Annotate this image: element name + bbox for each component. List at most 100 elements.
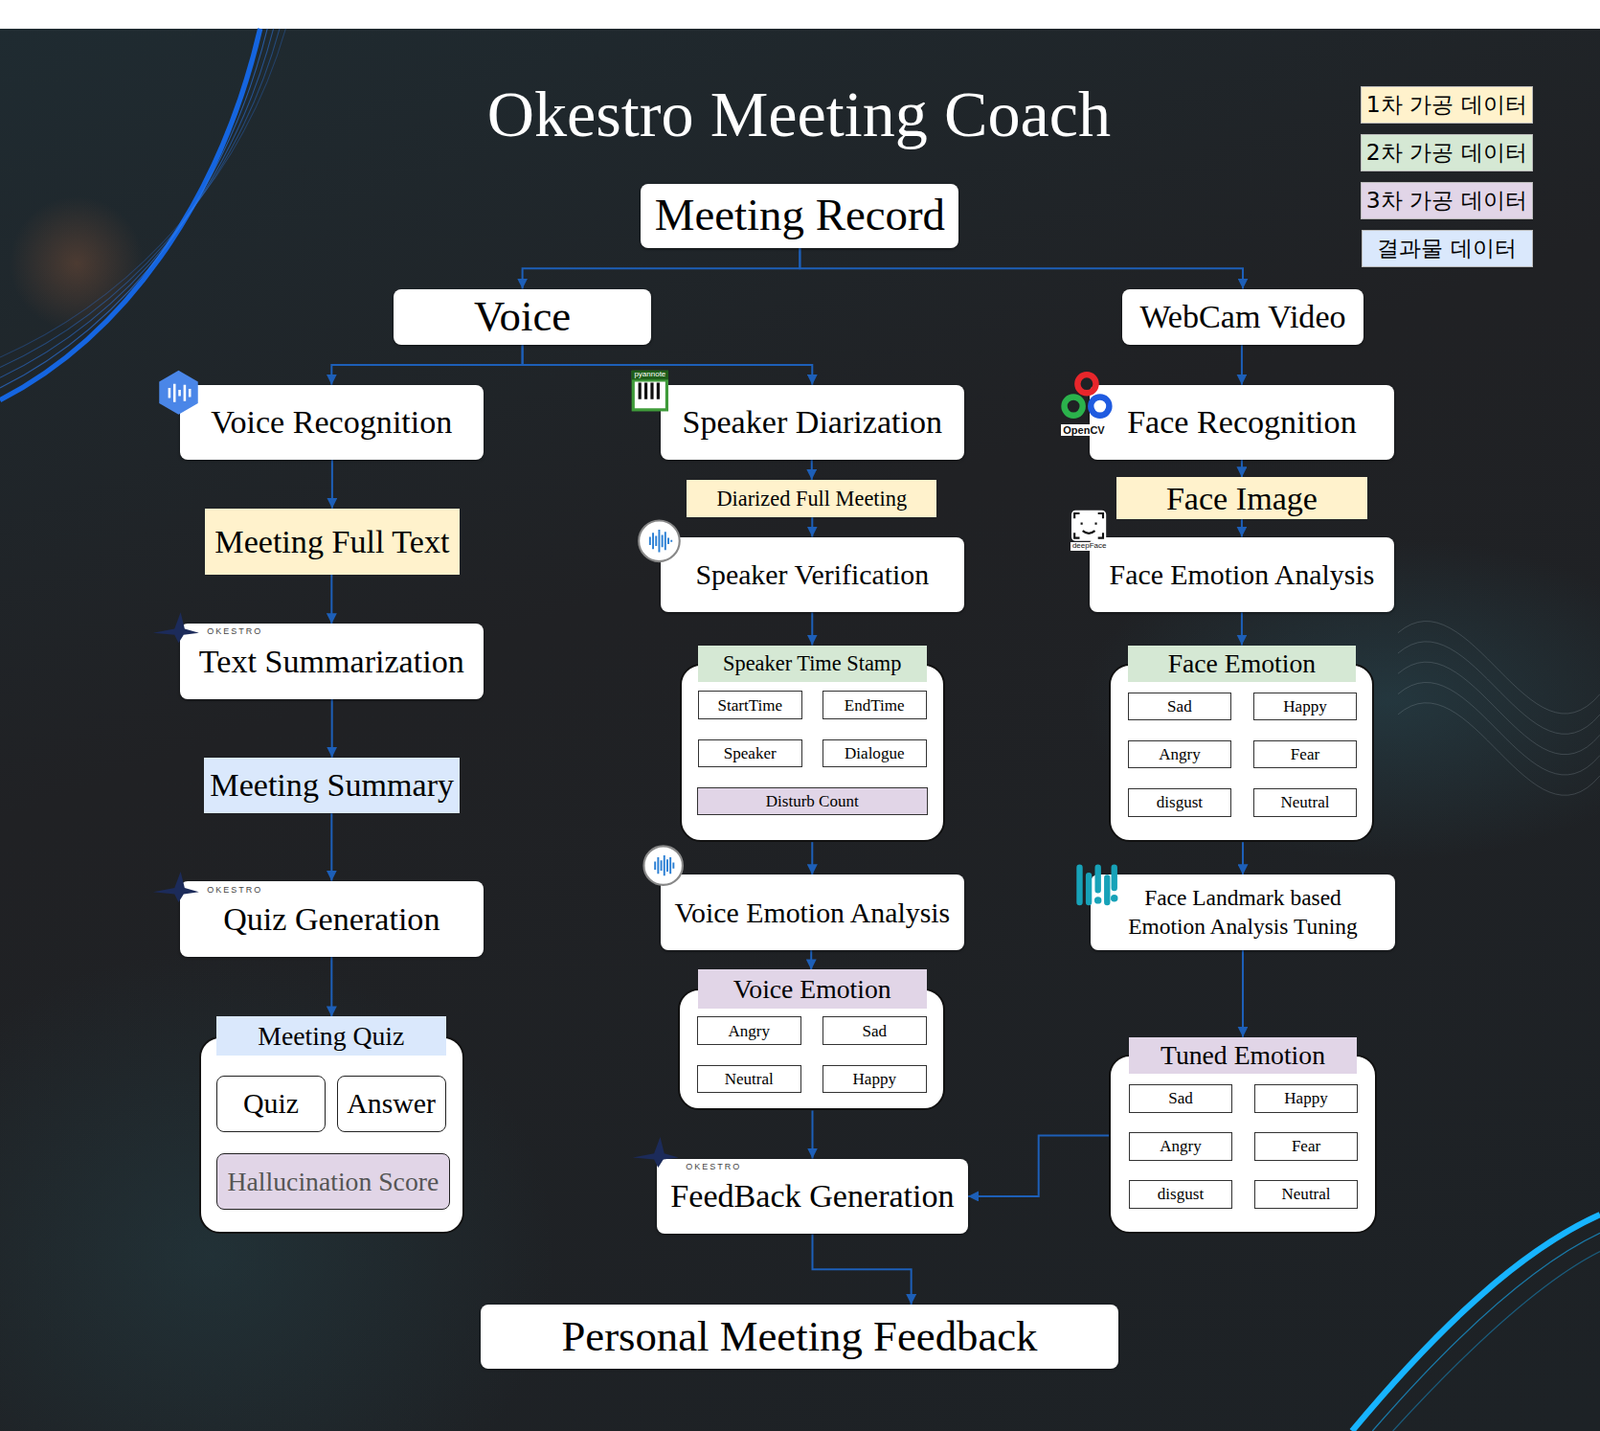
legend-swatch: 3차 가공 데이터 — [1360, 181, 1533, 220]
pyannote-icon — [631, 370, 669, 412]
node-text: Neutral — [1281, 1184, 1330, 1204]
process-box: Voice Emotion Analysis — [660, 874, 966, 950]
node-text: Quiz — [243, 1086, 299, 1120]
logo-text: pyannote — [633, 370, 666, 380]
node-text: Dialogue — [844, 743, 905, 764]
node-text: Angry — [1158, 744, 1201, 765]
quiz-cell: Quiz — [216, 1075, 326, 1132]
connector — [1240, 459, 1243, 478]
deepface-corners — [1074, 513, 1104, 539]
connector — [799, 247, 1243, 290]
field-cell: Dialogue — [822, 739, 927, 768]
connector — [330, 812, 333, 880]
connector — [1240, 611, 1243, 645]
connector — [331, 344, 522, 385]
heading-band: Tuned Emotion — [1128, 1036, 1358, 1074]
field-cell: Happy — [822, 1064, 927, 1094]
node-text: Text Summarization — [199, 642, 465, 680]
legend-swatch: 결과물 데이터 — [1361, 229, 1533, 268]
field-cell: disgust — [1128, 1179, 1234, 1209]
field-cell: Sad — [1128, 1083, 1234, 1113]
deepface-frame — [1071, 510, 1106, 541]
diagram-title: Okestro Meeting Coach — [487, 76, 1111, 152]
field-cell: Angry — [1128, 1131, 1234, 1161]
process-box: Face Landmark based Emotion Analysis Tun… — [1090, 874, 1396, 950]
node-text: disgust — [1157, 1184, 1204, 1204]
speechbrain-wave — [647, 529, 673, 552]
decor-curve — [1372, 1232, 1600, 1431]
node-text: Angry — [1159, 1136, 1202, 1156]
node-text: Voice — [473, 292, 571, 341]
connector — [811, 1109, 814, 1158]
opencv-icon — [1064, 374, 1110, 416]
landmark-dot — [1110, 894, 1118, 902]
field-cell: Sad — [822, 1015, 927, 1045]
speechbrain-wave — [652, 855, 674, 876]
connector — [810, 949, 812, 970]
okestro-logo — [153, 871, 200, 902]
field-cell: Neutral — [1254, 1179, 1359, 1209]
node-text: Happy — [1284, 1088, 1328, 1108]
process-box: Speaker Verification — [660, 537, 966, 613]
connector — [811, 517, 813, 537]
field-cell: Happy — [1254, 1083, 1359, 1113]
legend-text: 3차 가공 데이터 — [1366, 184, 1528, 216]
node-text: Happy — [853, 1069, 897, 1089]
decor-curve — [0, 28, 280, 368]
connector — [330, 574, 333, 624]
node-text: Voice Emotion — [733, 973, 892, 1005]
decor-curve — [0, 28, 268, 388]
node-text: Speaker Verification — [695, 558, 929, 591]
opencv-ring — [1064, 397, 1083, 416]
speechbrain-circle — [638, 519, 680, 562]
decor-mesh — [1397, 641, 1600, 735]
node-text: Neutral — [724, 1069, 774, 1089]
node-text: Meeting Record — [654, 189, 946, 242]
decor-curve — [0, 28, 274, 378]
node-text: Hallucination Score — [227, 1166, 440, 1197]
node-text: Speaker Diarization — [681, 403, 943, 441]
process-box: Voice — [393, 289, 652, 346]
node-text: Face Emotion — [1168, 648, 1317, 679]
decor-curve — [1352, 1214, 1600, 1431]
node-text: Personal Meeting Feedback — [561, 1311, 1037, 1361]
pyannote-frame — [631, 370, 669, 412]
field-cell: Fear — [1254, 1131, 1359, 1161]
field-cell: StartTime — [698, 690, 803, 720]
node-text: Face Recognition — [1126, 403, 1357, 441]
field-cell: Angry — [697, 1015, 802, 1045]
legend-text: 2차 가공 데이터 — [1366, 136, 1528, 168]
logo-text: OpenCV — [1060, 424, 1106, 436]
connector — [1240, 518, 1243, 537]
process-box: Meeting Record — [640, 183, 959, 248]
heading-band: Voice Emotion — [698, 969, 927, 1008]
connector — [522, 247, 801, 290]
data-band: Diarized Full Meeting — [686, 479, 937, 518]
data-band: Face Image — [1116, 476, 1368, 519]
field-cell: Fear — [1253, 740, 1358, 769]
node-text: Angry — [727, 1021, 770, 1041]
node-text: Face Image — [1166, 479, 1318, 518]
connector — [1240, 344, 1243, 385]
landmark-bars — [1079, 867, 1114, 902]
opencv-ring — [1090, 397, 1109, 416]
decor-mesh — [1397, 661, 1600, 755]
connector — [331, 698, 334, 758]
field-cell: Happy — [1253, 692, 1358, 722]
deepface-icon — [1071, 510, 1106, 541]
legend-swatch: 2차 가공 데이터 — [1360, 134, 1533, 172]
okestro-logo — [632, 1136, 679, 1168]
node-text: Fear — [1291, 1136, 1321, 1156]
pyannote-band — [631, 370, 669, 381]
connector — [811, 459, 813, 480]
process-box: Personal Meeting Feedback — [480, 1304, 1119, 1369]
node-text: Diarized Full Meeting — [716, 486, 907, 512]
node-text: Sad — [861, 1021, 887, 1041]
field-cell: Sad — [1127, 692, 1233, 722]
data-group: Meeting QuizQuizAnswerHallucination Scor… — [199, 1036, 465, 1235]
legend-text: 결과물 데이터 — [1376, 232, 1516, 264]
node-text: Face Landmark based Emotion Analysis Tun… — [1117, 883, 1369, 941]
process-box: Speaker Diarization — [660, 384, 966, 460]
connector — [968, 1135, 1109, 1196]
speechbrain-circle — [643, 845, 682, 884]
